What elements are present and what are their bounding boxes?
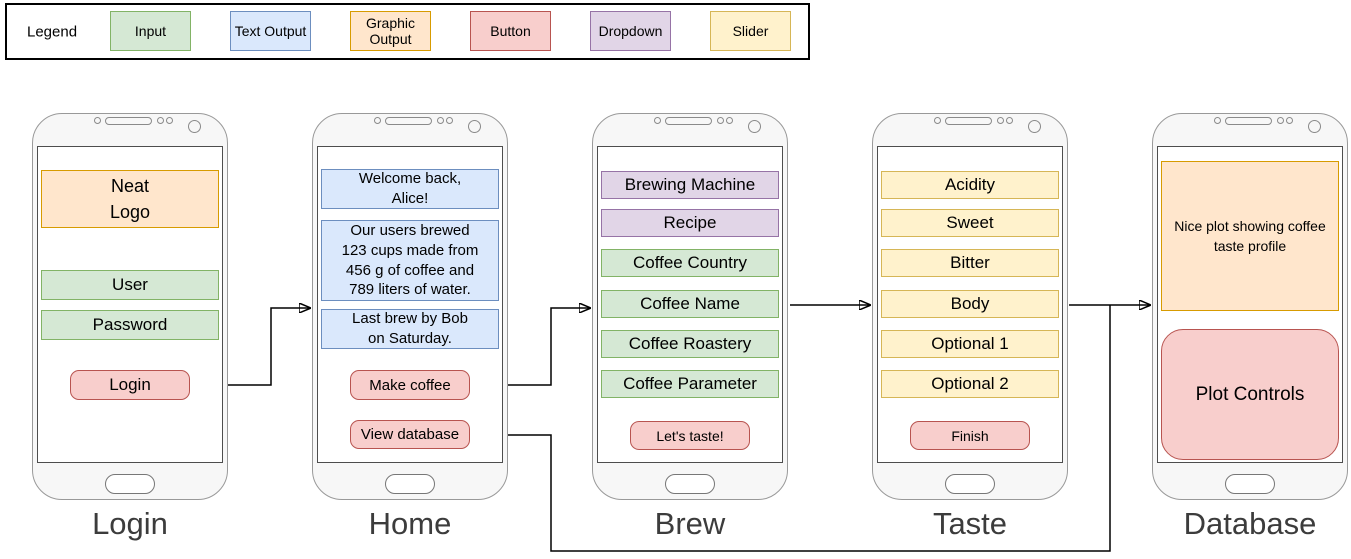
legend-item-slider: Slider (710, 11, 791, 51)
phone-login: Neat Logo User Password Login (32, 113, 228, 500)
legend-item-label: Dropdown (598, 22, 663, 39)
speaker-icon (665, 117, 712, 125)
sensor-dot-icon (1006, 117, 1013, 124)
password-input[interactable]: Password (41, 310, 219, 340)
plot-controls-button[interactable]: Plot Controls (1161, 329, 1339, 460)
body-slider[interactable]: Body (881, 290, 1059, 318)
legend-item-dropdown: Dropdown (590, 11, 671, 51)
phone-brew: Brewing Machine Recipe Coffee Country Co… (592, 113, 788, 500)
last-brew-text-output: Last brew by Bob on Saturday. (321, 309, 499, 349)
sweet-slider[interactable]: Sweet (881, 209, 1059, 237)
home-button[interactable] (385, 474, 435, 494)
camera-icon (1308, 120, 1321, 133)
stats-text-output: Our users brewed 123 cups made from 456 … (321, 220, 499, 301)
phone-taste: Acidity Sweet Bitter Body Optional 1 Opt… (872, 113, 1068, 500)
phone-label-taste: Taste (932, 506, 1008, 541)
sensor-dot-icon (726, 117, 733, 124)
sensor-dot-icon (157, 117, 164, 124)
legend-item-button: Button (470, 11, 551, 51)
sensor-dot-icon (1214, 117, 1221, 124)
legend-item-text-output: Text Output (230, 11, 311, 51)
sensor-dot-icon (717, 117, 724, 124)
database-screen: Nice plot showing coffee taste profile P… (1157, 146, 1343, 463)
sensor-dot-icon (1286, 117, 1293, 124)
legend-item-label: Button (490, 22, 531, 39)
camera-icon (748, 120, 761, 133)
optional-2-slider[interactable]: Optional 2 (881, 370, 1059, 398)
lets-taste-button[interactable]: Let's taste! (630, 421, 750, 450)
login-screen: Neat Logo User Password Login (37, 146, 223, 463)
welcome-text-output: Welcome back, Alice! (321, 169, 499, 209)
login-button[interactable]: Login (70, 370, 190, 400)
home-button[interactable] (945, 474, 995, 494)
speaker-icon (385, 117, 432, 125)
camera-icon (468, 120, 481, 133)
neat-logo-graphic: Neat Logo (41, 170, 219, 228)
speaker-icon (945, 117, 992, 125)
sensor-dot-icon (446, 117, 453, 124)
taste-screen: Acidity Sweet Bitter Body Optional 1 Opt… (877, 146, 1063, 463)
sensor-dot-icon (1277, 117, 1284, 124)
legend-item-graphic-output: Graphic Output (350, 11, 431, 51)
speaker-icon (1225, 117, 1272, 125)
coffee-roastery-input[interactable]: Coffee Roastery (601, 330, 779, 358)
sensor-dot-icon (166, 117, 173, 124)
home-screen: Welcome back, Alice! Our users brewed 12… (317, 146, 503, 463)
legend-item-label: Input (134, 22, 167, 39)
user-input[interactable]: User (41, 270, 219, 300)
sensor-dot-icon (997, 117, 1004, 124)
finish-button[interactable]: Finish (910, 421, 1030, 450)
view-database-button[interactable]: View database (350, 420, 470, 449)
taste-plot-graphic: Nice plot showing coffee taste profile (1161, 161, 1339, 311)
sensor-dot-icon (437, 117, 444, 124)
recipe-dropdown[interactable]: Recipe (601, 209, 779, 237)
brew-screen: Brewing Machine Recipe Coffee Country Co… (597, 146, 783, 463)
sensor-dot-icon (934, 117, 941, 124)
sensor-dot-icon (94, 117, 101, 124)
phone-home: Welcome back, Alice! Our users brewed 12… (312, 113, 508, 500)
coffee-country-input[interactable]: Coffee Country (601, 249, 779, 277)
acidity-slider[interactable]: Acidity (881, 171, 1059, 199)
legend-item-label: Graphic Output (365, 14, 416, 47)
camera-icon (1028, 120, 1041, 133)
brewing-machine-dropdown[interactable]: Brewing Machine (601, 171, 779, 199)
legend-title: Legend (27, 23, 78, 40)
phone-label-database: Database (1183, 506, 1317, 541)
legend-item-label: Text Output (234, 22, 307, 39)
home-button[interactable] (1225, 474, 1275, 494)
phone-database: Nice plot showing coffee taste profile P… (1152, 113, 1348, 500)
sensor-dot-icon (374, 117, 381, 124)
legend: Legend Input Text Output Graphic Output … (5, 3, 810, 60)
phone-label-login: Login (92, 506, 168, 541)
coffee-parameter-input[interactable]: Coffee Parameter (601, 370, 779, 398)
home-button[interactable] (665, 474, 715, 494)
bitter-slider[interactable]: Bitter (881, 249, 1059, 277)
phone-label-home: Home (368, 506, 452, 541)
speaker-icon (105, 117, 152, 125)
make-coffee-button[interactable]: Make coffee (350, 370, 470, 400)
legend-item-input: Input (110, 11, 191, 51)
optional-1-slider[interactable]: Optional 1 (881, 330, 1059, 358)
legend-item-label: Slider (732, 22, 769, 39)
sensor-dot-icon (654, 117, 661, 124)
coffee-name-input[interactable]: Coffee Name (601, 290, 779, 318)
home-button[interactable] (105, 474, 155, 494)
phone-label-brew: Brew (654, 506, 726, 541)
camera-icon (188, 120, 201, 133)
